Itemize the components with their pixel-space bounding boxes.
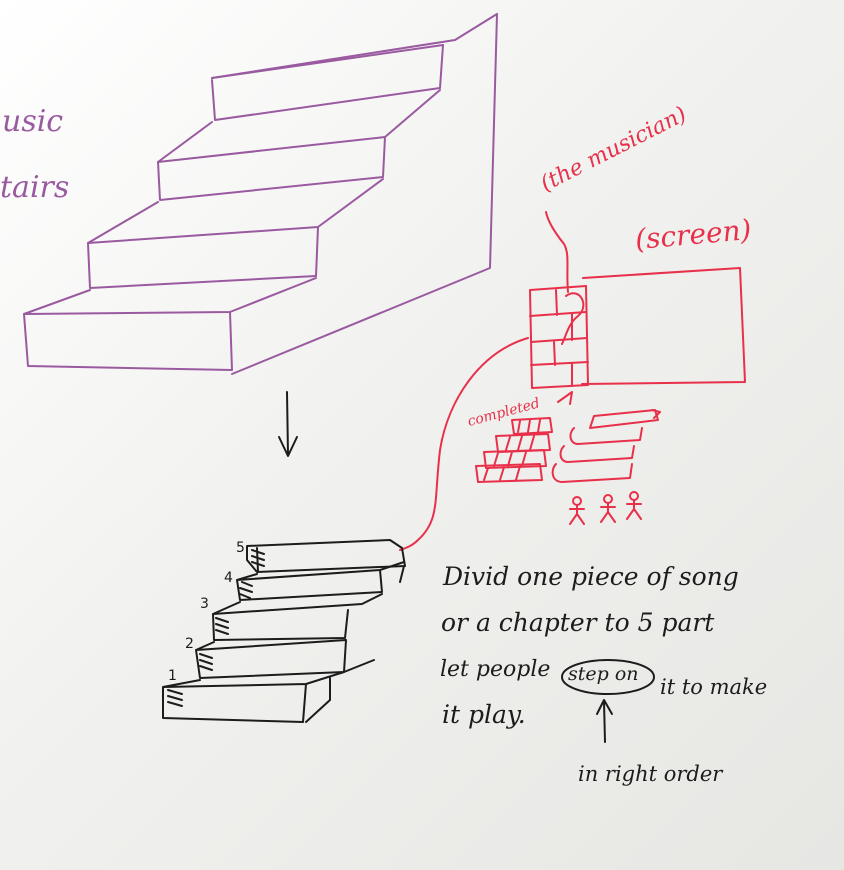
step-number-5: 5 xyxy=(236,540,245,556)
down-arrow-icon xyxy=(278,391,298,457)
step-number-4: 4 xyxy=(224,570,233,586)
step-number-1: 1 xyxy=(168,668,177,684)
step-number-2: 2 xyxy=(185,636,194,652)
black-piano-staircase-drawing xyxy=(162,539,406,723)
note-line-3-circled: step on xyxy=(568,663,639,685)
step-number-3: 3 xyxy=(200,596,209,612)
up-arrow-icon xyxy=(596,699,613,743)
order-annotation: in right order xyxy=(578,762,723,786)
note-line-2: or a chapter to 5 part xyxy=(441,608,715,637)
red-screen-sketch xyxy=(399,211,746,551)
note-line-3-prefix: let people xyxy=(440,657,551,682)
title-line-2: tairs xyxy=(0,170,70,205)
note-line-1: Divid one piece of song xyxy=(443,562,739,591)
stick-people-icon xyxy=(569,491,642,525)
note-line-3-suffix: it to make xyxy=(660,675,768,699)
circled-phrase-outline xyxy=(561,659,655,695)
note-line-4: it play. xyxy=(442,700,526,729)
title-line-1: usic xyxy=(2,104,64,139)
purple-staircase-drawing xyxy=(23,13,498,375)
